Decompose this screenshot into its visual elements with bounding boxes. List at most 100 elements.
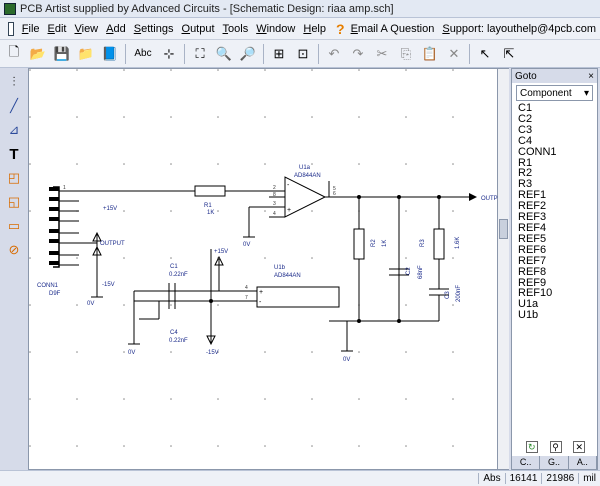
svg-text:7: 7 xyxy=(245,295,248,301)
select-pointer-icon[interactable]: ↖ xyxy=(479,45,491,61)
u1b-value: AD844AN xyxy=(274,273,301,279)
goto-list-item[interactable]: C4 xyxy=(518,134,533,147)
text-icon[interactable]: T xyxy=(9,145,19,163)
goto-list-item[interactable]: REF5 xyxy=(518,232,547,245)
scrollbar-thumb[interactable] xyxy=(499,219,508,239)
line-icon[interactable]: ◱ xyxy=(7,194,21,209)
goto-list-item[interactable]: REF2 xyxy=(518,200,547,213)
goto-list-item[interactable]: R1 xyxy=(518,156,533,169)
conn-ref: CONN1 xyxy=(37,283,59,289)
u1b-minus-sign: - xyxy=(259,299,262,306)
refresh-icon[interactable]: ↻ xyxy=(525,441,538,453)
goto-list-item[interactable]: REF3 xyxy=(518,211,547,224)
output-label: OUTPUT xyxy=(481,196,499,202)
document-icon[interactable] xyxy=(8,21,14,36)
goto-list-item[interactable]: REF10 xyxy=(518,287,553,300)
grid-dots xyxy=(29,69,499,471)
paste-icon[interactable]: 📋 xyxy=(421,45,439,61)
menu-tools[interactable]: Tools xyxy=(222,22,249,35)
goto-list-item[interactable]: C2 xyxy=(518,112,533,125)
bus-icon[interactable]: ⊿ xyxy=(8,122,20,137)
toolbar-separator xyxy=(318,43,319,64)
zoom-in-icon[interactable]: 🔍 xyxy=(215,45,233,61)
menu-view[interactable]: View xyxy=(74,22,99,35)
goto-list-item[interactable]: C3 xyxy=(518,123,533,136)
cut-icon[interactable]: ✂ xyxy=(376,45,388,61)
filter-icon[interactable]: ✕ xyxy=(573,441,586,453)
tab-goto[interactable]: G.. xyxy=(540,456,569,469)
library-icon[interactable]: 📘 xyxy=(101,45,119,61)
rectangle-icon[interactable]: ▭ xyxy=(7,218,21,233)
menu-edit[interactable]: Edit xyxy=(47,22,67,35)
goto-list-item[interactable]: REF9 xyxy=(518,276,547,289)
menu-output[interactable]: Output xyxy=(181,22,215,35)
goto-list-item[interactable]: REF7 xyxy=(518,254,547,267)
window-title: PCB Artist supplied by Advanced Circuits… xyxy=(20,2,394,15)
goto-list-item[interactable]: C1 xyxy=(518,102,533,114)
svg-text:2: 2 xyxy=(273,185,276,191)
open-icon[interactable]: 📂 xyxy=(29,45,47,61)
menu-help[interactable]: Help xyxy=(303,22,326,35)
plus15-label-2: +15V xyxy=(214,249,228,255)
undo-icon[interactable]: ↶ xyxy=(328,45,340,61)
goto-title: Goto xyxy=(515,70,537,82)
goto-list-item[interactable]: R2 xyxy=(518,167,533,180)
redo-icon[interactable]: ↷ xyxy=(352,45,364,61)
svg-text:6: 6 xyxy=(333,191,336,197)
menu-window[interactable]: Window xyxy=(256,22,296,35)
email-question-link[interactable]: Email A Question xyxy=(350,22,435,35)
copy-icon[interactable]: ⎘ xyxy=(400,45,412,61)
u1a-ref: U1a xyxy=(299,165,311,171)
goto-list-item[interactable]: U1b xyxy=(518,309,539,322)
schematic-drawing: U1a AD844AN U1b AD844AN R1 1K R2 1K R3 1… xyxy=(29,69,506,471)
gnd-label-3: 0V xyxy=(128,350,135,356)
goto-list-item[interactable]: REF4 xyxy=(518,221,547,234)
schematic-canvas[interactable]: U1a AD844AN U1b AD844AN R1 1K R2 1K R3 1… xyxy=(28,68,506,471)
select-mode-icon[interactable]: ⇱ xyxy=(503,45,515,61)
goto-buttons: ↻ ⚲ ✕ xyxy=(514,441,597,455)
conn-value: D9F xyxy=(49,291,61,297)
circle-icon[interactable]: ⊘ xyxy=(8,242,20,257)
goto-filter-select[interactable]: Component ▾ xyxy=(516,85,593,101)
connector-output-label: OUTPUT xyxy=(100,241,125,247)
c1-value: 0.22nF xyxy=(169,272,188,278)
shape-icon[interactable]: ◰ xyxy=(7,170,21,185)
wire-icon[interactable]: ╱ xyxy=(10,98,18,113)
zoom-area-icon[interactable]: ⛶ xyxy=(195,45,205,61)
toolbar-separator xyxy=(125,43,126,64)
folder-icon[interactable]: 📁 xyxy=(77,45,95,61)
pin-numbers: 1 2 3 8 4 6 5 4 7 xyxy=(63,185,336,301)
menu-settings[interactable]: Settings xyxy=(133,22,174,35)
u1a-minus-sign: - xyxy=(287,182,290,189)
minus15-label-2: -15V xyxy=(206,350,219,356)
find-icon[interactable]: ⚲ xyxy=(549,441,562,453)
wires xyxy=(53,176,469,352)
goto-list-item[interactable]: REF1 xyxy=(518,189,547,202)
fit-icon[interactable]: ⊡ xyxy=(297,45,309,61)
grid-icon[interactable]: ⊹ xyxy=(163,45,175,61)
tab-attributes[interactable]: A.. xyxy=(569,456,597,469)
vertical-scrollbar[interactable] xyxy=(498,68,509,470)
delete-icon[interactable]: ✕ xyxy=(448,45,460,61)
save-icon[interactable]: 💾 xyxy=(53,45,71,61)
support-link[interactable]: Support: layouthelp@4pcb.com xyxy=(442,22,596,35)
goto-list-item[interactable]: R3 xyxy=(518,178,533,191)
close-icon[interactable]: × xyxy=(588,70,594,82)
menu-add[interactable]: Add xyxy=(106,22,126,35)
tab-components[interactable]: C.. xyxy=(512,456,541,469)
goto-list-item[interactable]: REF6 xyxy=(518,243,547,256)
goto-list-item[interactable]: REF8 xyxy=(518,265,547,278)
u1a-value: AD844AN xyxy=(294,173,321,179)
crosshair-icon[interactable]: ⊞ xyxy=(273,45,285,61)
spellcheck-icon[interactable]: Abc xyxy=(134,48,152,59)
zoom-out-icon[interactable]: 🔎 xyxy=(239,45,257,61)
component-icon[interactable]: ⫶ xyxy=(12,74,16,89)
goto-list-item[interactable]: CONN1 xyxy=(518,145,557,158)
new-icon[interactable]: 🗋 xyxy=(8,43,20,59)
left-toolbar: ⫶ ╱ ⊿ T ◰ ◱ ▭ ⊘ xyxy=(2,70,26,480)
title-bar: PCB Artist supplied by Advanced Circuits… xyxy=(0,0,600,18)
junction-dots xyxy=(209,195,441,323)
menu-file[interactable]: File xyxy=(21,22,40,35)
goto-list-item[interactable]: U1a xyxy=(518,298,539,311)
